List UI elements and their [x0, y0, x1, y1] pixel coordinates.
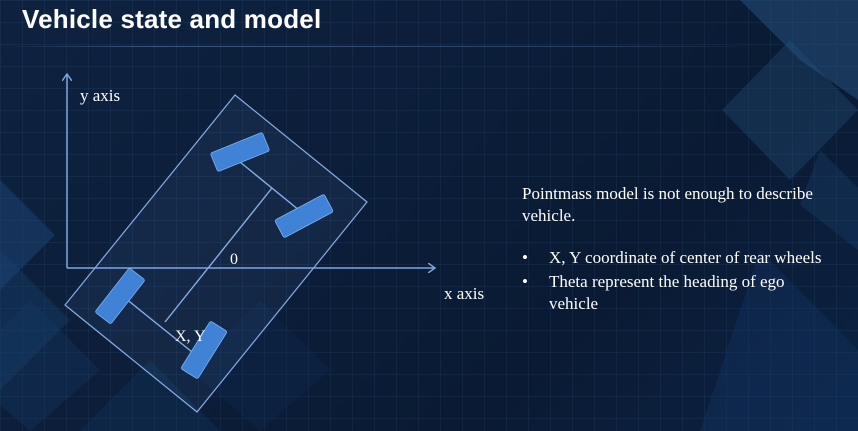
intro-text: Pointmass model is not enough to describ…	[522, 184, 813, 225]
rear-axle-center-label: X, Y	[175, 328, 206, 345]
rear-left-wheel	[95, 268, 145, 324]
bullet-item: • X, Y coordinate of center of rear whee…	[522, 247, 822, 269]
rear-right-wheel	[181, 321, 227, 379]
y-axis-label: y axis	[80, 86, 121, 105]
bullet-item: • Theta represent the heading of ego veh…	[522, 271, 822, 315]
vehicle-body	[64, 94, 368, 413]
bullet-dot: •	[522, 248, 528, 267]
bullet-text: X, Y coordinate of center of rear wheels	[549, 248, 822, 267]
origin-label: 0	[230, 251, 238, 268]
bullet-text: Theta represent the heading of ego vehic…	[549, 272, 785, 313]
bullet-dot: •	[522, 272, 528, 291]
front-right-wheel	[274, 194, 334, 238]
title-divider	[0, 46, 760, 47]
vehicle-axles	[124, 161, 306, 353]
bullet-list: • X, Y coordinate of center of rear whee…	[522, 247, 822, 315]
front-left-wheel	[210, 132, 270, 172]
slide-title: Vehicle state and model	[22, 4, 322, 34]
explanation-text: Pointmass model is not enough to describ…	[522, 183, 822, 317]
x-axis-label: x axis	[444, 284, 485, 303]
